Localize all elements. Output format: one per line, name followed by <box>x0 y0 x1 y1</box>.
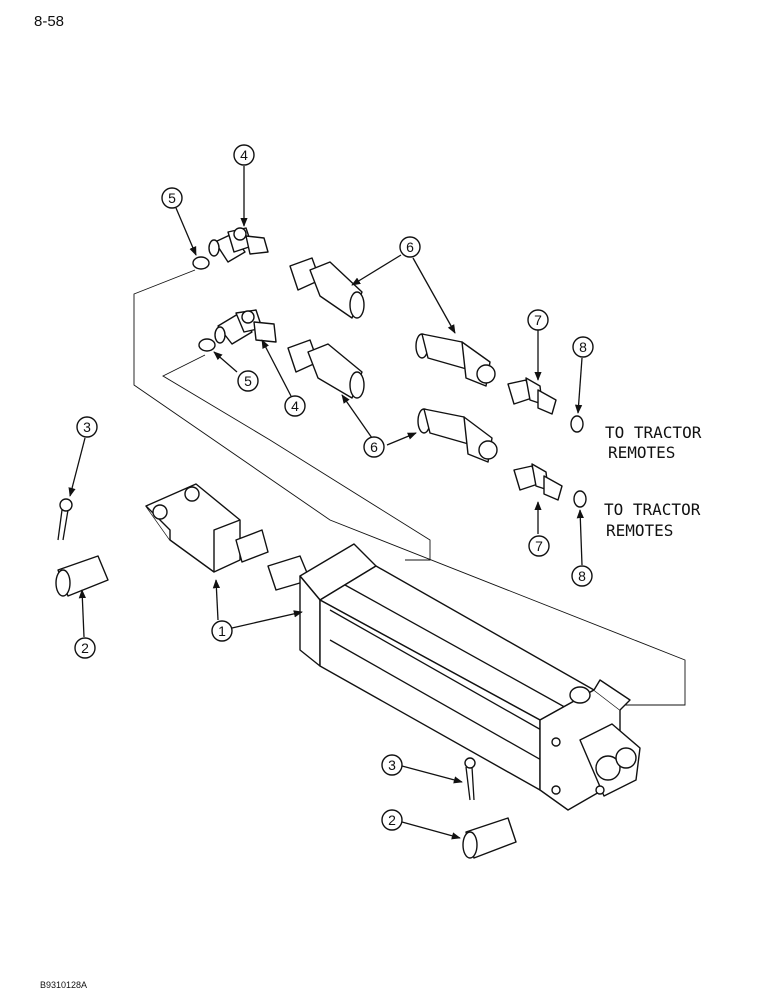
callout-label: 1 <box>218 623 226 639</box>
hose-end-lower-right <box>417 408 498 463</box>
callout-label: 6 <box>370 439 378 455</box>
callout-8-upper: 8 <box>572 336 594 358</box>
hose-end-middle-left <box>287 339 365 399</box>
adapter-lower <box>513 463 587 508</box>
callout-label: 7 <box>535 538 543 554</box>
annotation-remotes-lower: REMOTES <box>606 521 673 540</box>
callout-2-left: 2 <box>74 637 96 659</box>
callout-label: 5 <box>244 373 252 389</box>
routing-line-upper <box>133 269 686 706</box>
callout-7-upper: 7 <box>527 309 549 331</box>
annotation-to-tractor-upper: TO TRACTOR <box>605 423 702 442</box>
callout-label: 8 <box>579 339 587 355</box>
clevis-pin-right <box>462 817 517 859</box>
callout-5-lower: 5 <box>237 370 259 392</box>
callout-3-right: 3 <box>381 754 403 776</box>
callout-4-lower: 4 <box>284 395 306 417</box>
callout-label: 8 <box>578 568 586 584</box>
elbow-fitting-upper <box>192 227 269 270</box>
callout-3-left: 3 <box>76 416 98 438</box>
figure-code: B9310128A <box>40 980 87 990</box>
hydraulic-cylinder <box>145 483 641 811</box>
callout-8-lower: 8 <box>571 565 593 587</box>
cotter-pin-right <box>464 757 476 801</box>
callout-label: 5 <box>168 190 176 206</box>
callout-6-lower: 6 <box>363 436 385 458</box>
callout-2-right: 2 <box>381 809 403 831</box>
callout-label: 2 <box>388 812 396 828</box>
callout-label: 2 <box>81 640 89 656</box>
hose-end-upper-right <box>415 333 496 387</box>
annotation-to-tractor-lower: TO TRACTOR <box>604 500 701 519</box>
callout-label: 7 <box>534 312 542 328</box>
callout-label: 4 <box>240 147 248 163</box>
adapter-upper <box>507 377 584 433</box>
cotter-pin-left <box>57 498 73 541</box>
elbow-fitting-lower <box>198 309 277 352</box>
callout-label: 6 <box>406 239 414 255</box>
annotation-remotes-upper: REMOTES <box>608 443 675 462</box>
callout-5-upper: 5 <box>161 187 183 209</box>
routing-line-lower <box>162 354 431 561</box>
callout-label: 3 <box>388 757 396 773</box>
callout-4-upper: 4 <box>233 144 255 166</box>
callout-label: 3 <box>83 419 91 435</box>
clevis-pin-left <box>55 555 109 597</box>
leader-lines <box>68 166 584 840</box>
callout-1: 1 <box>211 620 233 642</box>
page-number: 8-58 <box>34 13 64 30</box>
hose-end-upper-left <box>289 257 365 319</box>
callout-7-lower: 7 <box>528 535 550 557</box>
callout-label: 4 <box>291 398 299 414</box>
callout-6-upper: 6 <box>399 236 421 258</box>
